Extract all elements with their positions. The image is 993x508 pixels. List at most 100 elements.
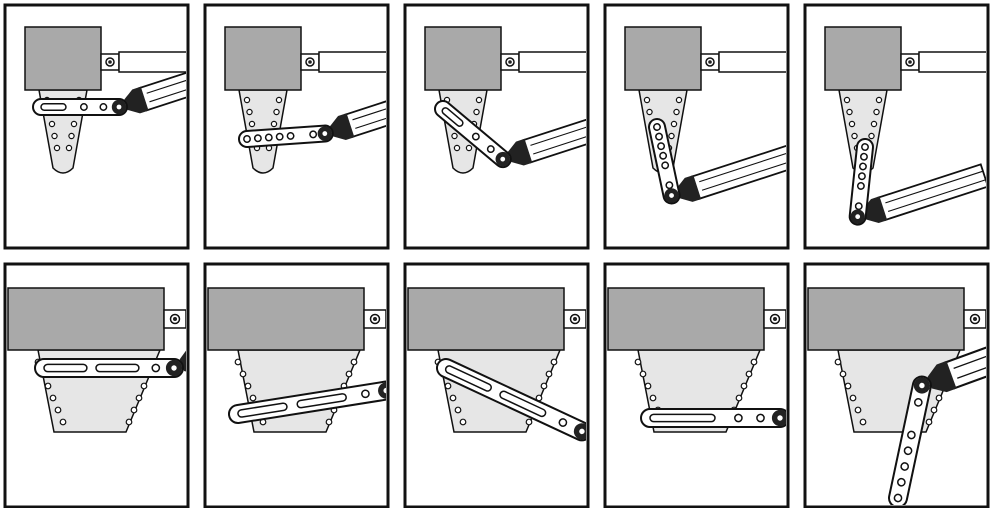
horn-hole: [849, 394, 857, 402]
arm-slot: [95, 363, 140, 373]
panel-step-5: [803, 3, 990, 250]
arm-hole: [856, 182, 865, 190]
arm-end-pin: [171, 365, 177, 371]
bracket-bolt-center: [373, 317, 377, 321]
panel-step-2: [203, 3, 390, 250]
arm-end-pivot: [378, 382, 386, 399]
bracket-bolt-center: [508, 60, 512, 64]
linkage-groove: [699, 149, 786, 183]
servo-body: [424, 26, 502, 91]
linkage-rod: [666, 142, 786, 202]
panel-step-1: [3, 3, 190, 250]
arm-hole: [657, 142, 666, 151]
arm-slot: [40, 103, 67, 111]
bracket-bolt-center: [908, 60, 912, 64]
arm-hole: [893, 493, 903, 503]
horn-hole: [854, 406, 862, 414]
linkage-groove: [533, 121, 586, 155]
arm-hole: [655, 132, 663, 141]
bracket-bolt-center: [773, 317, 777, 321]
horn-hole: [834, 358, 842, 366]
servo-body: [807, 287, 965, 351]
panel-content: [407, 287, 586, 442]
servo-arm: [228, 380, 386, 424]
horn-hole: [930, 406, 938, 414]
arm-hole: [861, 143, 869, 151]
horn-hole: [851, 132, 858, 140]
horn-hole: [673, 108, 680, 116]
horn-hole: [48, 120, 56, 128]
horn-hole: [273, 108, 280, 116]
panel-step-8: [403, 262, 590, 508]
horn-hole: [859, 418, 867, 426]
panel-step-6: [3, 262, 190, 508]
horn-hole: [249, 394, 257, 402]
arm-end-pin: [669, 193, 674, 198]
panel-content: [824, 26, 986, 226]
linkage-groove: [701, 158, 786, 191]
horn-hole: [750, 358, 758, 366]
horn-hole: [550, 358, 558, 366]
arm-hole: [756, 413, 765, 423]
horn-hole: [68, 132, 75, 140]
panel-step-10: [803, 262, 990, 508]
arm-hole: [286, 132, 295, 140]
arm-hole: [151, 363, 161, 373]
arm-end-pin: [777, 415, 783, 421]
horn-hole: [135, 394, 143, 402]
servo-body: [607, 287, 765, 351]
panel-step-9: [603, 262, 790, 508]
servo-arm: [436, 358, 586, 442]
horn-hole: [248, 120, 256, 128]
linkage-groove: [352, 87, 386, 121]
linkage-groove: [149, 69, 186, 103]
servo-body: [624, 26, 702, 91]
arm-hole: [471, 132, 480, 141]
panel-content: [24, 26, 186, 174]
arm-end-pin: [322, 131, 328, 136]
horn-hole: [243, 96, 251, 104]
bracket-bolt-center: [573, 317, 577, 321]
horn-hole: [848, 120, 856, 128]
linkage-groove: [146, 61, 186, 94]
arm-slot: [237, 402, 288, 418]
support-rod: [918, 51, 986, 73]
horn-hole: [70, 120, 78, 128]
arm-hole: [860, 152, 868, 161]
arm-body: [238, 124, 334, 148]
horn-hole: [459, 418, 467, 426]
horn-hole: [125, 418, 133, 426]
horn-hole: [634, 358, 642, 366]
panel-step-7: [203, 262, 390, 508]
arm-hole: [661, 161, 670, 170]
bracket-bolt-center: [973, 317, 977, 321]
arm-end-pin: [579, 428, 585, 435]
arm-hole: [264, 133, 273, 142]
horn-hole: [844, 382, 852, 390]
horn-hole: [345, 370, 353, 378]
panel-content: [207, 287, 386, 433]
servo-arm: [32, 98, 128, 116]
horn-hole: [740, 382, 748, 390]
arm-slot: [444, 365, 492, 392]
horn-hole: [275, 96, 283, 104]
horn-hole: [545, 370, 553, 378]
arm-hole: [79, 103, 88, 111]
support-rod: [318, 51, 386, 73]
support-rod: [718, 51, 786, 73]
linkage-groove: [953, 326, 986, 369]
horn-hole: [453, 144, 461, 152]
horn-hole: [839, 370, 847, 378]
horn-hole: [246, 108, 253, 116]
arm-slot: [499, 390, 547, 418]
arm-hole: [857, 172, 866, 181]
clevis-body: [927, 360, 957, 393]
arm-hole: [896, 477, 906, 487]
arm-hole: [665, 181, 674, 190]
horn-hole: [53, 144, 61, 152]
arm-slot: [649, 413, 716, 423]
servo-arm: [648, 118, 681, 205]
panel-content: [424, 26, 586, 174]
arm-hole: [907, 430, 916, 440]
servo-body: [407, 287, 565, 351]
